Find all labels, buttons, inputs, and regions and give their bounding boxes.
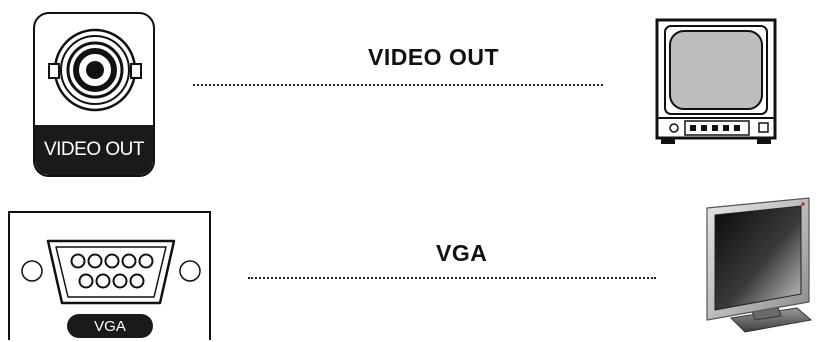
vga-connector-panel: VGA — [8, 211, 211, 340]
video-out-connection-title: VIDEO OUT — [368, 44, 500, 70]
video-out-connector-panel: VIDEO OUT — [33, 12, 155, 177]
video-out-dotted-line — [193, 84, 603, 86]
vga-port-icon — [21, 239, 201, 305]
bnc-connector-icon — [48, 28, 142, 112]
video-out-panel-label: VIDEO OUT — [35, 125, 153, 175]
vga-connection-title: VGA — [436, 240, 488, 266]
crt-monitor-icon — [655, 18, 777, 144]
vga-dotted-line — [248, 277, 656, 279]
lcd-monitor-icon — [706, 197, 813, 333]
vga-panel-label: VGA — [67, 314, 153, 338]
